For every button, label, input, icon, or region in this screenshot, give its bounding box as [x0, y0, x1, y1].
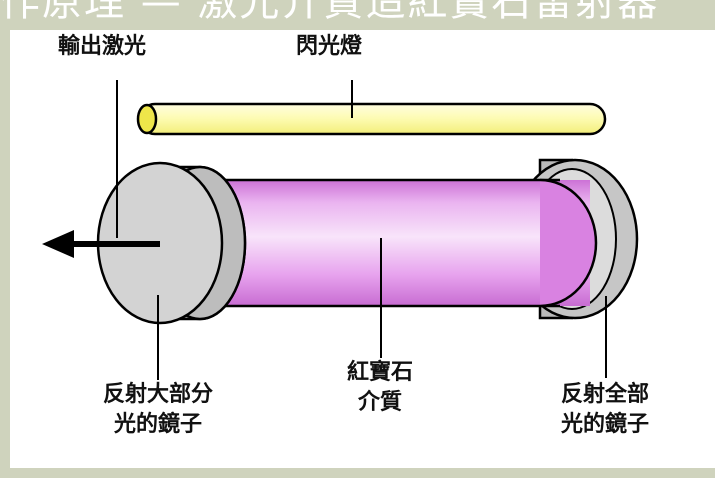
label-output-laser: 輸出激光 — [58, 34, 147, 59]
label-left-mirror-line1: 反射大部分 — [102, 382, 213, 407]
label-right-mirror-line1: 反射全部 — [560, 382, 649, 407]
flash-lamp — [136, 102, 607, 136]
label-right-mirror: 反射全部 光的鏡子 — [550, 380, 660, 440]
lamp-end-cap — [136, 103, 158, 135]
label-ruby: 紅寶石 介質 — [330, 358, 430, 418]
label-right-mirror-line2: 光的鏡子 — [560, 412, 649, 437]
arrow-left-icon — [42, 230, 160, 258]
label-flash-lamp: 閃光燈 — [296, 34, 363, 59]
leader-lines — [116, 80, 607, 380]
left-mirror — [96, 161, 247, 325]
label-ruby-line1: 紅寶石 — [346, 360, 413, 385]
ruby-rod — [215, 178, 598, 308]
label-ruby-line2: 介質 — [357, 390, 402, 415]
banner-text: 作原理 — 激光介質造紅寶石雷射器 — [0, 0, 660, 25]
label-left-mirror: 反射大部分 光的鏡子 — [88, 380, 228, 440]
label-left-mirror-line2: 光的鏡子 — [113, 412, 202, 437]
